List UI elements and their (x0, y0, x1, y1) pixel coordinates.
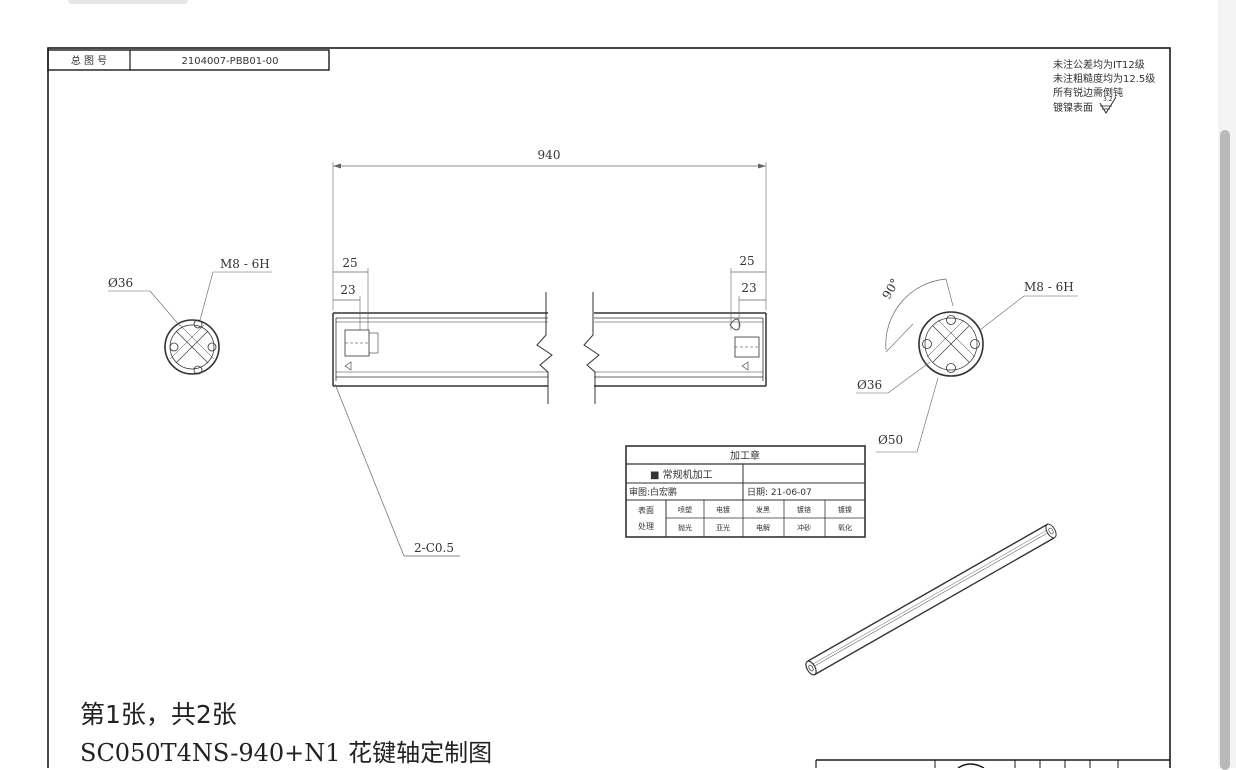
shaft-isometric-view (805, 523, 1057, 676)
stamp-surface-label-2: 处理 (638, 521, 654, 531)
stamp-option: 喷塑 (678, 505, 692, 514)
stamp-title: 加工章 (730, 449, 760, 462)
right-view-thread-label: M8 - 6H (1024, 280, 1074, 294)
left-view-diameter-label: Ø36 (108, 276, 133, 290)
dimension-left-23: 23 (340, 283, 355, 297)
processing-stamp (625, 445, 866, 538)
stamp-options: 喷塑 电镀 发黑 镀铬 镀镍 抛光 亚光 电解 冲砂 氧化 (678, 505, 852, 532)
right-end-view (856, 278, 1078, 453)
stamp-surface-label-1: 表面 (638, 505, 654, 515)
stamp-option: 镀铬 (797, 505, 811, 514)
roughness-symbol-icon: 3.2 (1099, 96, 1117, 114)
stamp-reviewer: 审图:白宏鹏 (629, 486, 677, 498)
right-view-outer-diameter: Ø50 (878, 433, 903, 447)
dimension-left-25: 25 (342, 256, 357, 270)
stamp-option: 抛光 (678, 523, 692, 532)
stamp-option: 冲砂 (797, 523, 811, 532)
stamp-option: 镀镍 (838, 505, 852, 514)
viewer-top-tab[interactable] (68, 0, 188, 4)
stamp-date: 日期: 21-06-07 (747, 487, 812, 498)
dimension-left-end (333, 268, 369, 330)
chamfer-label: 2-C0.5 (414, 541, 454, 555)
note-edges: 所有锐边需倒钝 (1053, 86, 1123, 99)
title-block: 总 图 号 2104007-PBB01-00 (47, 49, 330, 71)
right-view-inner-diameter: Ø36 (857, 378, 882, 392)
shaft-front-view (332, 292, 767, 404)
dimension-overall-length (332, 162, 767, 310)
note-roughness: 未注粗糙度均为12.5级 (1053, 72, 1155, 85)
technical-notes: 未注公差均为IT12级 未注粗糙度均为12.5级 所有锐边需倒钝 镀镍表面 3.… (1053, 58, 1155, 114)
sheet-info: 第1张，共2张 (80, 700, 237, 729)
stamp-option: 电镀 (716, 505, 730, 514)
roughness-value: 3.2 (1103, 96, 1113, 103)
part-title: SC050T4NS-940+N1 花键轴定制图 (80, 739, 492, 767)
stamp-process: ■ 常规机加工 (650, 468, 713, 481)
stamp-option: 电解 (756, 523, 770, 532)
bottom-title-table (815, 759, 1170, 768)
scrollbar-thumb[interactable] (1220, 130, 1230, 770)
stamp-option: 氧化 (838, 523, 852, 532)
title-block-label: 总 图 号 (71, 54, 107, 67)
left-end-view (108, 271, 272, 375)
right-view-angle-label: 90° (879, 276, 902, 301)
drawing-border (47, 47, 1171, 768)
note-surface: 镀镍表面 (1053, 101, 1093, 114)
dimension-right-23: 23 (741, 281, 756, 295)
note-tolerance: 未注公差均为IT12级 (1053, 58, 1145, 71)
left-view-thread-label: M8 - 6H (220, 257, 270, 271)
drawing-number: 2104007-PBB01-00 (182, 56, 279, 67)
stamp-option: 亚光 (716, 523, 730, 532)
dimension-940-label: 940 (538, 148, 561, 162)
stamp-option: 发黑 (756, 505, 770, 514)
dimension-right-end (730, 268, 766, 330)
dimension-right-25: 25 (739, 254, 754, 268)
chamfer-leader (334, 383, 460, 557)
